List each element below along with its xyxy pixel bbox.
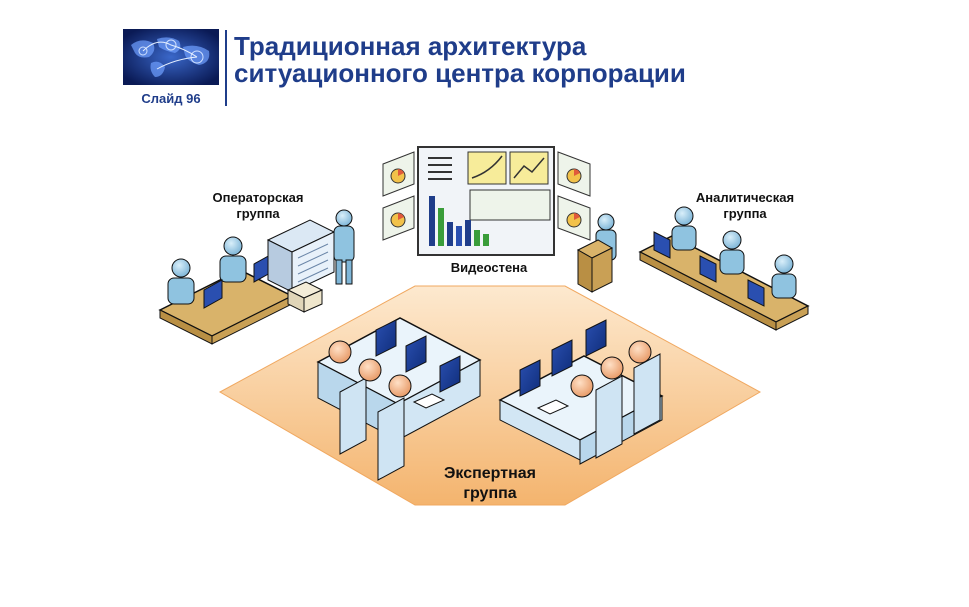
analyst-person-icon [719,230,745,275]
world-map-logo-icon [123,29,219,85]
header-divider [225,30,227,106]
operator-group-label-line-1: Операторская [213,190,304,205]
title-line-1: Традиционная архитектура [234,31,587,61]
expert-person-icon [628,340,652,364]
expert-desk-left [316,317,482,481]
analytic-group-workstations [638,206,810,331]
monitor-icon [653,231,765,307]
expert-person-icon [328,340,352,364]
pie-chart-panel-icon [382,151,415,197]
pie-chart-panel-icon [557,195,591,241]
expert-person-icon [570,374,594,398]
expert-person-icon [388,374,412,398]
slide-number-label: Слайд 96 [141,91,201,106]
operator-group-label-line-2: группа [236,206,280,221]
operator-person-icon [219,236,247,283]
pie-chart-panel-icon [382,195,415,241]
printer-icon [286,281,324,313]
analytic-group-label-line-1: Аналитическая [696,190,794,205]
page-title: Традиционная архитектура ситуационного ц… [234,33,874,87]
video-wall [382,146,617,293]
videowall-label: Видеостена [451,260,528,275]
expert-group-label-line-2: группа [463,485,516,502]
pie-chart-panel-icon [557,151,591,197]
analyst-person-icon [671,206,697,251]
analyst-person-icon [771,254,797,299]
standing-person-icon [333,209,355,285]
expert-group-label-line-1: Экспертная [444,465,536,482]
podium-speaker-icon [576,213,617,293]
analytic-group-label-line-2: группа [723,206,767,221]
expert-person-icon [358,358,382,382]
title-line-2: ситуационного центра корпорации [234,58,686,88]
monitor-icon [375,319,461,393]
operator-person-icon [167,258,195,305]
expert-zone-platform [218,285,762,506]
operator-group-workstations [158,209,355,345]
monitor-icon [519,319,607,397]
expert-person-icon [600,356,624,380]
server-rack-icon [266,219,336,293]
expert-desk-right [498,319,664,465]
